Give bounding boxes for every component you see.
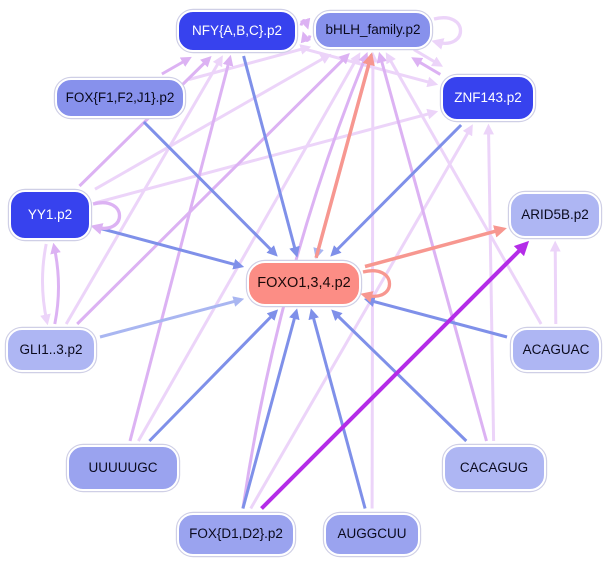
edge-znf143-bhlh_family [411,57,442,76]
edge-acaguac-arid5b [549,240,561,325]
edge-foxo134-bhlh_family [314,52,375,259]
edge-fox_d1d2-foxo134 [241,308,300,509]
edge-fox_f1f2j1-foxo134 [142,120,278,257]
node-yy1[interactable]: YY1.p2 [9,190,91,240]
edge-gli1_3-foxo134 [99,296,245,339]
edge-uuuuugc-bhlh_family [137,52,361,442]
self-loop-bhlh_family [431,16,463,50]
edge-acaguac-foxo134 [363,296,508,339]
self-loop-yy1 [90,201,122,235]
node-bhlh_family[interactable]: bHLH_family.p2 [314,11,432,49]
edge-foxo134-arid5b [364,225,507,269]
edge-gli1_3-nfy_abc [64,55,223,325]
edge-cacagug-znf143 [483,123,496,442]
edge-auggcuu-bhlh_family [367,51,379,509]
edge-cacagug-foxo134 [331,309,468,443]
node-uuuuugc[interactable]: UUUUUGC [67,445,179,491]
edge-znf143-foxo134 [330,123,463,257]
node-acaguac[interactable]: ACAGUAC [511,328,601,372]
edge-auggcuu-foxo134 [308,308,367,509]
edge-fox_d1d2-znf143 [249,124,473,510]
node-auggcuu[interactable]: AUGGCUU [324,512,420,556]
edge-yy1-foxo134 [94,225,245,270]
node-nfy_abc[interactable]: NFY{A,B,C}.p2 [177,10,297,52]
edge-nfy_abc-foxo134 [242,55,300,258]
node-gli1_3[interactable]: GLI1..3.p2 [6,328,96,372]
edge-nfy_abc-bhlh_family [299,17,311,30]
edge-uuuuugc-foxo134 [148,309,279,443]
edge-bhlh_family-znf143 [413,48,444,67]
edge-fox_f1f2j1-nfy_abc [161,56,192,76]
self-loop-foxo134 [360,269,392,303]
edge-bhlh_family-nfy_abc [300,31,312,44]
edge-acaguac-bhlh_family [385,52,543,325]
edge-yy1-gli1_3 [40,243,51,326]
node-fox_d1d2[interactable]: FOX{D1,D2}.p2 [177,512,295,556]
edge-yy1-bhlh_family [94,53,332,191]
node-znf143[interactable]: ZNF143.p2 [441,75,535,121]
node-fox_f1f2j1[interactable]: FOX{F1,F2,J1}.p2 [55,78,185,118]
edge-yy1-znf143 [94,108,439,205]
edge-gli1_3-yy1 [50,242,61,325]
node-cacagug[interactable]: CACAGUG [442,445,546,491]
edge-fox_f1f2j1-bhlh_family [188,44,312,81]
edge-fox_d1d2-arid5b [260,240,530,510]
node-arid5b[interactable]: ARID5B.p2 [509,192,601,238]
node-foxo134[interactable]: FOXO1,3,4.p2 [247,260,361,306]
